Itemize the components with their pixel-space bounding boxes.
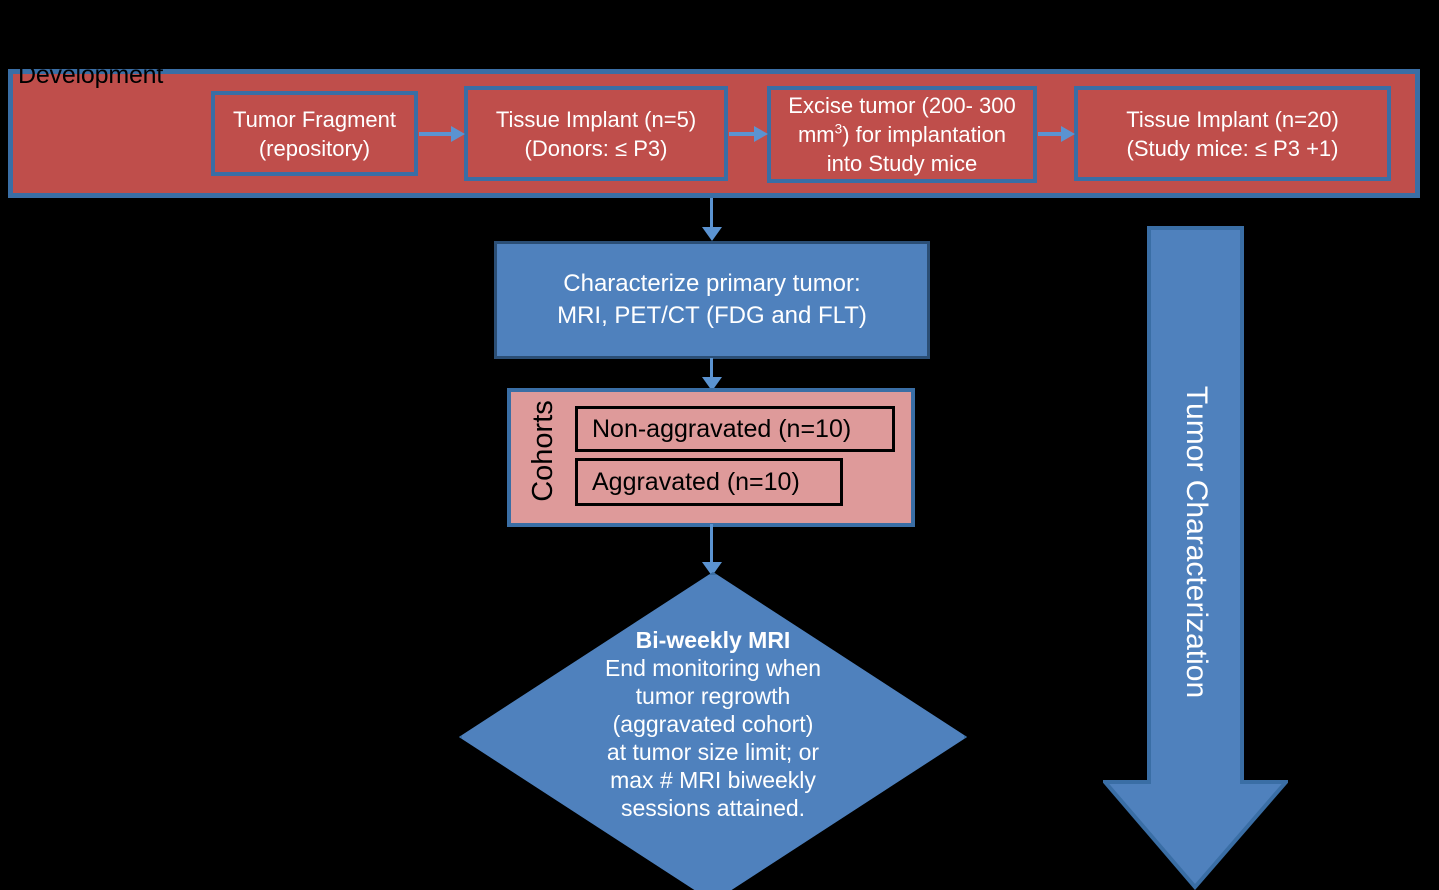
decision-diamond-title: Bi-weekly MRI: [635, 627, 791, 653]
arrow-right-icon: [419, 126, 465, 142]
arrow-down-icon: [702, 358, 722, 391]
cohort-item-non-aggravated[interactable]: Non-aggravated (n=10): [575, 406, 895, 452]
arrow-shaft: [710, 358, 713, 377]
step-excise-tumor-text: Excise tumor (200- 300 mm3) for implanta…: [788, 93, 1016, 176]
arrow-head: [1061, 126, 1075, 142]
arrow-down-large-icon: [1103, 226, 1288, 890]
cohorts-box: Cohorts Non-aggravated (n=10) Aggravated…: [507, 388, 915, 527]
step-tissue-implant-study-text: Tissue Implant (n=20) (Study mice: ≤ P3 …: [1126, 106, 1339, 161]
arrow-shaft: [1038, 132, 1063, 136]
arrow-head: [702, 377, 722, 391]
arrow-shaft: [419, 132, 453, 136]
arrow-right-icon: [1038, 126, 1075, 142]
step-tumor-fragment-text: Tumor Fragment (repository): [232, 106, 396, 161]
step-tumor-fragment[interactable]: Tumor Fragment (repository): [211, 91, 418, 176]
cohort-item-non-aggravated-label: Non-aggravated (n=10): [592, 414, 852, 443]
cohorts-label: Cohorts: [527, 400, 559, 502]
step-excise-tumor[interactable]: Excise tumor (200- 300 mm3) for implanta…: [767, 86, 1037, 183]
cohort-item-aggravated[interactable]: Aggravated (n=10): [575, 458, 843, 506]
arrow-head: [754, 126, 768, 142]
cohort-item-aggravated-label: Aggravated (n=10): [592, 467, 800, 496]
arrow-shaft: [710, 198, 713, 227]
characterize-primary-tumor-box[interactable]: Characterize primary tumor: MRI, PET/CT …: [494, 241, 930, 359]
arrow-down-icon: [702, 198, 722, 241]
step-tissue-implant-study[interactable]: Tissue Implant (n=20) (Study mice: ≤ P3 …: [1074, 86, 1391, 181]
arrow-head: [451, 126, 465, 142]
characterize-primary-tumor-text: Characterize primary tumor: MRI, PET/CT …: [557, 270, 867, 329]
arrow-down-icon: [702, 524, 722, 576]
banner-label: PDX-Tumor Development: [18, 28, 164, 89]
decision-diamond-text: Bi-weekly MRI End monitoring when tumor …: [560, 626, 866, 822]
arrow-right-icon: [729, 126, 768, 142]
arrow-shaft: [710, 524, 713, 562]
step-tissue-implant-donors-text: Tissue Implant (n=5) (Donors: ≤ P3): [495, 106, 697, 161]
arrow-head: [702, 562, 722, 576]
arrow-shaft: [729, 132, 756, 136]
step-tissue-implant-donors[interactable]: Tissue Implant (n=5) (Donors: ≤ P3): [464, 86, 728, 181]
tumor-characterization-arrow: Tumor Characterization: [1103, 226, 1288, 890]
arrow-head: [702, 227, 722, 241]
excise-superscript: 3: [834, 121, 843, 137]
